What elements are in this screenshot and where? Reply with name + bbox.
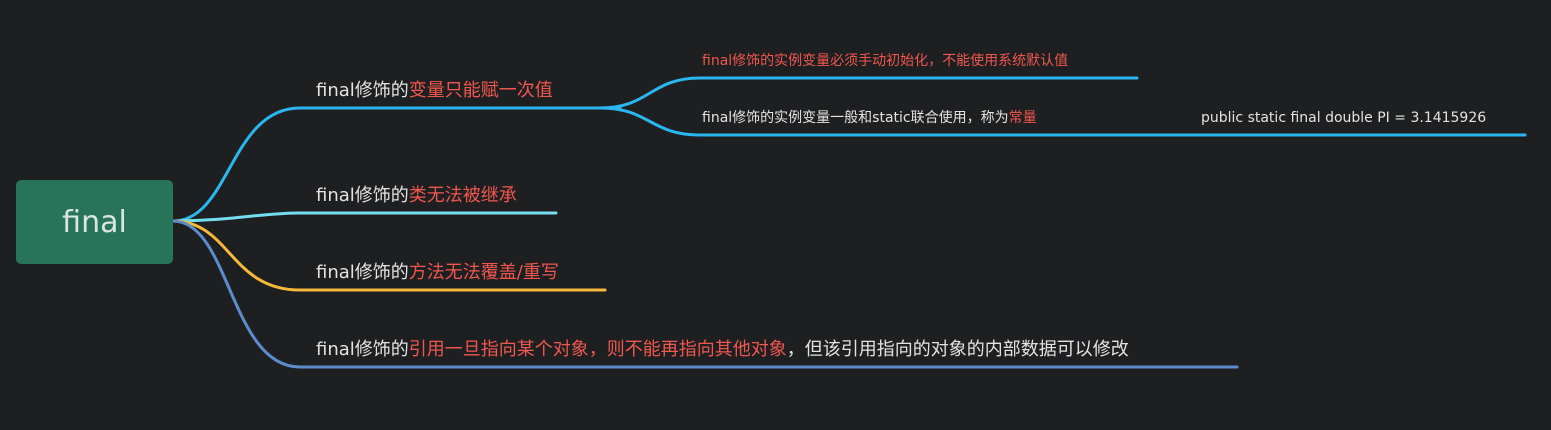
connector-branch-1 xyxy=(171,106,622,223)
subtopic-highlight: 常量 xyxy=(1008,110,1037,126)
subtopic-prefix: final修饰的实例变量一般和static联合使用，称为 xyxy=(702,110,1009,126)
topic-prefix: final修饰的 xyxy=(316,185,409,206)
topic-variable-assign-once[interactable]: final修饰的变量只能赋一次值 xyxy=(316,79,553,103)
topic-highlight: 类无法被继承 xyxy=(408,185,517,206)
topic-highlight: 方法无法覆盖/重写 xyxy=(408,262,559,283)
topic-highlight: 变量只能赋一次值 xyxy=(408,80,553,101)
root-label: final xyxy=(62,204,127,240)
connector-branch-4 xyxy=(171,219,1239,369)
topic-highlight: 引用一旦指向某个对象，则不能再指向其他对象 xyxy=(408,339,787,360)
subtopic-static-constant[interactable]: final修饰的实例变量一般和static联合使用，称为常量 xyxy=(702,108,1037,128)
topic-prefix: final修饰的 xyxy=(316,80,409,101)
topic-suffix: ，但该引用指向的对象的内部数据可以修改 xyxy=(786,339,1129,360)
connector-branch-3 xyxy=(171,219,607,292)
topic-prefix: final修饰的 xyxy=(316,262,409,283)
topic-class-not-inheritable[interactable]: final修饰的类无法被继承 xyxy=(316,184,517,208)
connector-child-2 xyxy=(598,106,1142,137)
subtopic-highlight: final修饰的实例变量必须手动初始化，不能使用系统默认值 xyxy=(702,53,1069,69)
topic-reference-fixed[interactable]: final修饰的引用一旦指向某个对象，则不能再指向其他对象，但该引用指向的对象的… xyxy=(316,338,1129,362)
subtopic-manual-init[interactable]: final修饰的实例变量必须手动初始化，不能使用系统默认值 xyxy=(702,51,1068,71)
root-node[interactable]: final xyxy=(16,180,173,264)
topic-method-not-overridable[interactable]: final修饰的方法无法覆盖/重写 xyxy=(316,261,559,285)
connector-branch-2 xyxy=(171,211,558,223)
example-pi-declaration[interactable]: public static final double PI = 3.141592… xyxy=(1201,108,1486,128)
example-text: public static final double PI = 3.141592… xyxy=(1201,110,1487,126)
connector-child-1 xyxy=(598,76,1139,110)
topic-prefix: final修饰的 xyxy=(316,339,409,360)
